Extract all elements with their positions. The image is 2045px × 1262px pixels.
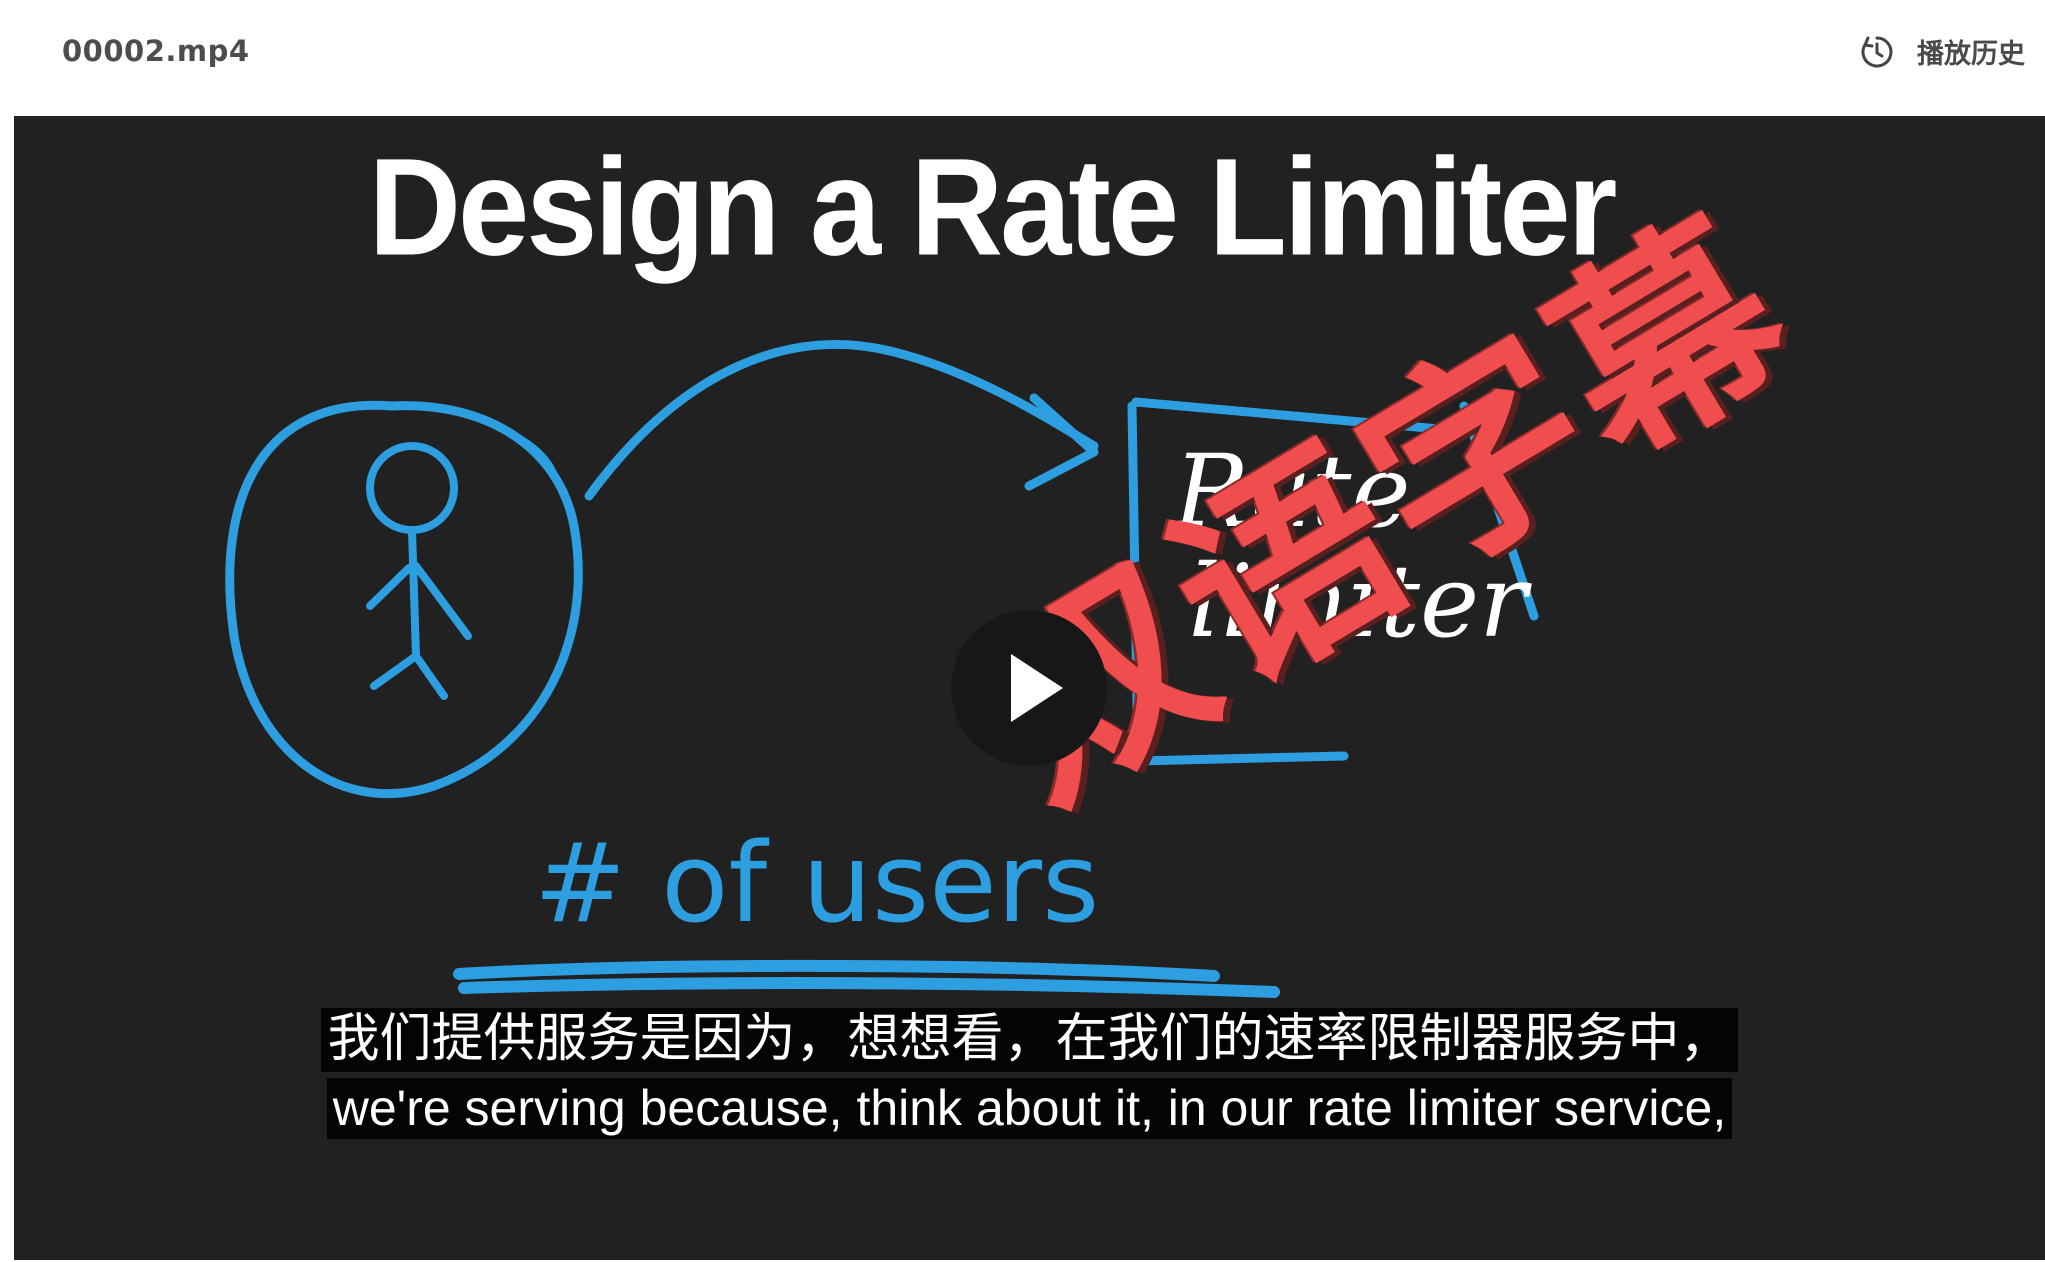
box-text-rate: Rate [1172,433,1411,550]
top-bar: 00002.mp4 播放历史 [0,0,2045,116]
box-text-limiter: limiter [1189,543,1532,660]
arrow-head [1024,393,1099,491]
slide-title: Design a Rate Limiter [368,130,1618,285]
whiteboard-sketch: Rate limiter # of users [225,340,1539,998]
play-history-button[interactable]: 播放历史 [1859,32,2025,71]
play-icon [1011,654,1063,722]
arrow-line [584,340,1099,501]
stick-figure-head [366,442,458,534]
history-clock-icon [1861,36,1893,67]
video-player[interactable]: Design a Rate Limiter Rate limiter # of … [14,116,2045,1260]
video-filename: 00002.mp4 [62,34,250,68]
users-underline [453,959,1280,998]
users-text: # of users [534,819,1099,947]
play-button[interactable] [951,610,1107,766]
subtitles: 我们提供服务是因为，想想看，在我们的速率限制器服务中， we're servin… [14,1008,2045,1140]
video-frame: Design a Rate Limiter Rate limiter # of … [14,116,2045,1260]
user-circle [225,400,583,799]
stick-figure-body [366,526,472,700]
subtitle-chinese: 我们提供服务是因为，想想看，在我们的速率限制器服务中， [321,1008,1738,1072]
play-history-label: 播放历史 [1917,39,2025,70]
rate-limiter-box [1127,397,1539,766]
subtitle-english: we're serving because, think about it, i… [326,1077,1733,1140]
